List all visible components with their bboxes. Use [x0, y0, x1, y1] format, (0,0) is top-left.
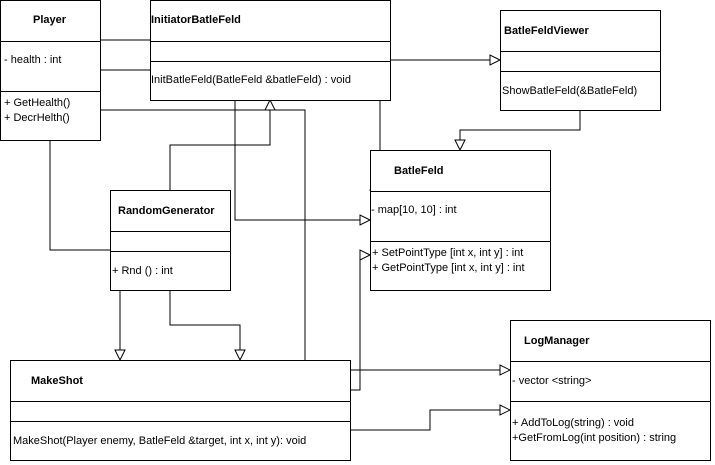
operation: + GetHealth() — [4, 97, 71, 109]
makeshot-to-logmanager-connector — [350, 409, 500, 431]
arrowhead-viewer-left — [489, 54, 502, 66]
operation: InitBatleFeld(BatleFeld &batleFeld) : vo… — [151, 74, 351, 86]
class-name: InitiatorBatleFeld — [151, 14, 241, 26]
class-attributes — [151, 42, 390, 62]
class-initiator-batlefeld[interactable]: InitiatorBatleFeld InitBatleFeld(BatleFe… — [150, 0, 391, 101]
operation: + GetPointType [int x, int y] : int — [372, 262, 525, 274]
class-name: RandomGenerator — [118, 205, 215, 217]
class-operations: MakeShot(Player enemy, BatleFeld &target… — [11, 422, 350, 460]
arrowhead-initiator-bottom — [264, 98, 276, 111]
class-attributes — [501, 52, 660, 72]
class-operations: + SetPointType [int x, int y] : int + Ge… — [371, 242, 550, 290]
attribute: - map[10, 10] : int — [371, 204, 457, 216]
class-name: LogManager — [524, 335, 590, 347]
attribute: - vector <string> — [512, 375, 592, 387]
class-header: LogManager — [511, 321, 710, 362]
class-batlefeld-viewer[interactable]: BatleFeldViewer ShowBatleFeld(&BatleFeld… — [500, 10, 661, 111]
class-attributes — [11, 402, 350, 422]
class-player[interactable]: Player - health : int + GetHealth() + De… — [0, 0, 101, 141]
player-to-logmanager-connector — [100, 109, 500, 371]
class-header: MakeShot — [11, 361, 350, 402]
class-operations: + Rnd () : int — [111, 252, 230, 290]
class-random-generator[interactable]: RandomGenerator + Rnd () : int — [110, 190, 231, 291]
class-logmanager[interactable]: LogManager - vector <string> + AddToLog(… — [510, 320, 711, 461]
class-header: BatleFeldViewer — [501, 11, 660, 52]
class-operations: ShowBatleFeld(&BatleFeld) — [501, 72, 660, 110]
class-attributes: - vector <string> — [511, 362, 710, 402]
viewer-to-batlefeld-connector — [459, 110, 581, 140]
operation: + DecrHelth() — [4, 112, 70, 124]
arrowhead-batlefeld-map — [359, 214, 372, 226]
class-makeshot[interactable]: MakeShot MakeShot(Player enemy, BatleFel… — [10, 360, 351, 461]
class-attributes: - map[10, 10] : int — [371, 192, 550, 242]
class-name: BatleFeldViewer — [504, 25, 589, 37]
arrowhead-batlefeld-from-viewer — [454, 139, 466, 152]
operation: +GetFromLog(int position) : string — [512, 432, 677, 444]
class-operations: + GetHealth() + DecrHelth() — [1, 92, 100, 140]
class-name: Player — [33, 14, 67, 26]
arrowhead-logmanager-vector — [499, 364, 512, 376]
player-to-random-connector — [49, 140, 110, 251]
class-header: InitiatorBatleFeld — [151, 1, 390, 42]
operation: ShowBatleFeld(&BatleFeld) — [502, 85, 638, 97]
class-attributes: - health : int — [1, 42, 100, 92]
operation: + AddToLog(string) : void — [512, 417, 634, 429]
arrowhead-batlefeld-ops — [359, 249, 372, 261]
makeshot-to-batlefeld-connector — [350, 260, 361, 391]
operation: + SetPointType [int x, int y] : int — [372, 247, 524, 259]
class-header: RandomGenerator — [111, 191, 230, 232]
arrowhead-makeshot-left — [114, 349, 126, 362]
operation: MakeShot(Player enemy, BatleFeld &target… — [13, 435, 307, 447]
class-batlefeld[interactable]: BatleFeld - map[10, 10] : int + SetPoint… — [370, 150, 551, 291]
random-to-makeshot-connector-2 — [169, 290, 241, 350]
class-attributes — [111, 232, 230, 252]
class-header: Player — [1, 1, 100, 42]
arrowhead-makeshot-right — [234, 349, 246, 362]
arrowhead-logmanager-ops — [499, 404, 512, 416]
class-operations: + AddToLog(string) : void +GetFromLog(in… — [511, 402, 710, 460]
class-header: BatleFeld — [371, 151, 550, 192]
class-name: MakeShot — [31, 375, 83, 387]
class-operations: InitBatleFeld(BatleFeld &batleFeld) : vo… — [151, 62, 390, 100]
random-to-initiator-connector — [169, 110, 271, 190]
attribute: - health : int — [4, 54, 62, 66]
operation: + Rnd () : int — [112, 265, 173, 277]
class-name: BatleFeld — [394, 165, 444, 177]
